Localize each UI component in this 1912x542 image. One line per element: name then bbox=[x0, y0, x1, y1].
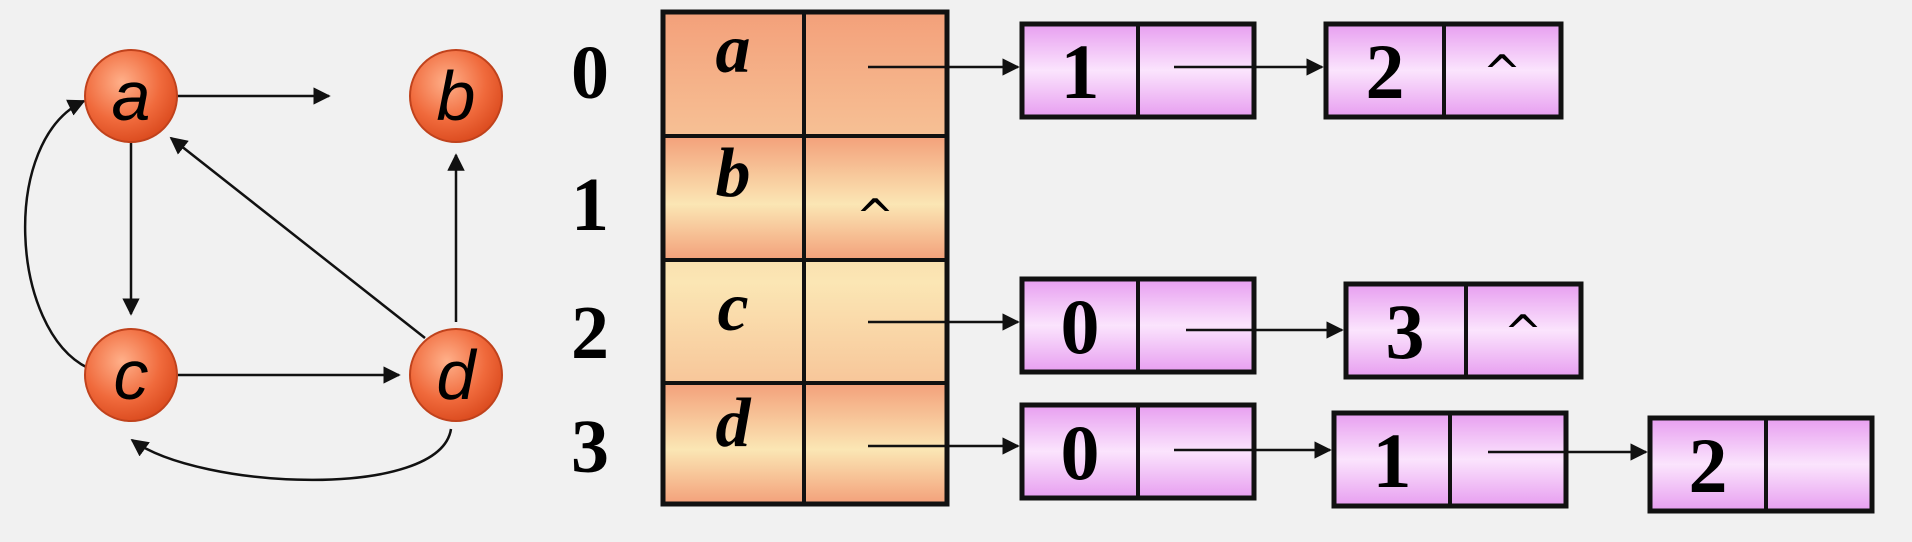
list-node-value: 0 bbox=[1061, 283, 1100, 370]
list-row-2: 0 3 ^ bbox=[1019, 276, 1584, 380]
vertex-a-label: a bbox=[112, 57, 151, 135]
list-node-null: ^ bbox=[1504, 305, 1543, 359]
row-indices: 0 1 2 3 bbox=[571, 31, 609, 489]
vertex-a: a bbox=[84, 49, 178, 143]
list-node-value: 1 bbox=[1061, 28, 1100, 115]
vertex-c-label: c bbox=[114, 336, 149, 414]
row-index-1: 1 bbox=[571, 163, 609, 247]
table-cell-null-1: ^ bbox=[856, 189, 895, 243]
table-cell-vertex-0: a bbox=[716, 11, 751, 88]
vertex-d-label: d bbox=[437, 336, 478, 414]
list-node: 2 ^ bbox=[1323, 21, 1564, 120]
table-cell-vertex-1: b bbox=[716, 135, 751, 212]
list-node-value: 2 bbox=[1366, 28, 1405, 115]
edge-d-a bbox=[169, 136, 426, 339]
table-cell-vertex-2: c bbox=[717, 269, 748, 346]
row-index-2: 2 bbox=[571, 291, 609, 375]
list-node-value: 0 bbox=[1061, 409, 1100, 496]
list-node: 3 ^ bbox=[1343, 281, 1584, 380]
row-index-0: 0 bbox=[571, 31, 609, 115]
vertex-b: b bbox=[409, 49, 503, 143]
list-node: 1 bbox=[1019, 21, 1257, 120]
list-node-value: 2 bbox=[1689, 422, 1728, 509]
edge-c-a bbox=[24, 99, 89, 370]
list-node-value: 3 bbox=[1386, 288, 1425, 375]
list-node-null: ^ bbox=[1483, 45, 1522, 99]
vertex-d: d bbox=[409, 328, 503, 422]
table-cell-vertex-3: d bbox=[716, 385, 752, 462]
list-node: 2 bbox=[1647, 415, 1875, 514]
list-row-0: 1 2 ^ bbox=[1019, 21, 1564, 120]
list-node-value: 1 bbox=[1373, 417, 1412, 504]
list-node: 1 bbox=[1331, 410, 1569, 509]
vertex-b-label: b bbox=[437, 57, 476, 135]
list-row-3: 0 1 2 bbox=[1019, 402, 1875, 514]
vertex-c: c bbox=[84, 328, 178, 422]
list-node: 0 bbox=[1019, 276, 1257, 375]
table-pointers bbox=[868, 58, 1020, 455]
vertex-table: a b c d ^ bbox=[660, 9, 950, 507]
list-node: 0 bbox=[1019, 402, 1257, 501]
edge-d-c bbox=[130, 428, 453, 482]
row-index-3: 3 bbox=[571, 405, 609, 489]
graph-edges bbox=[24, 87, 465, 482]
